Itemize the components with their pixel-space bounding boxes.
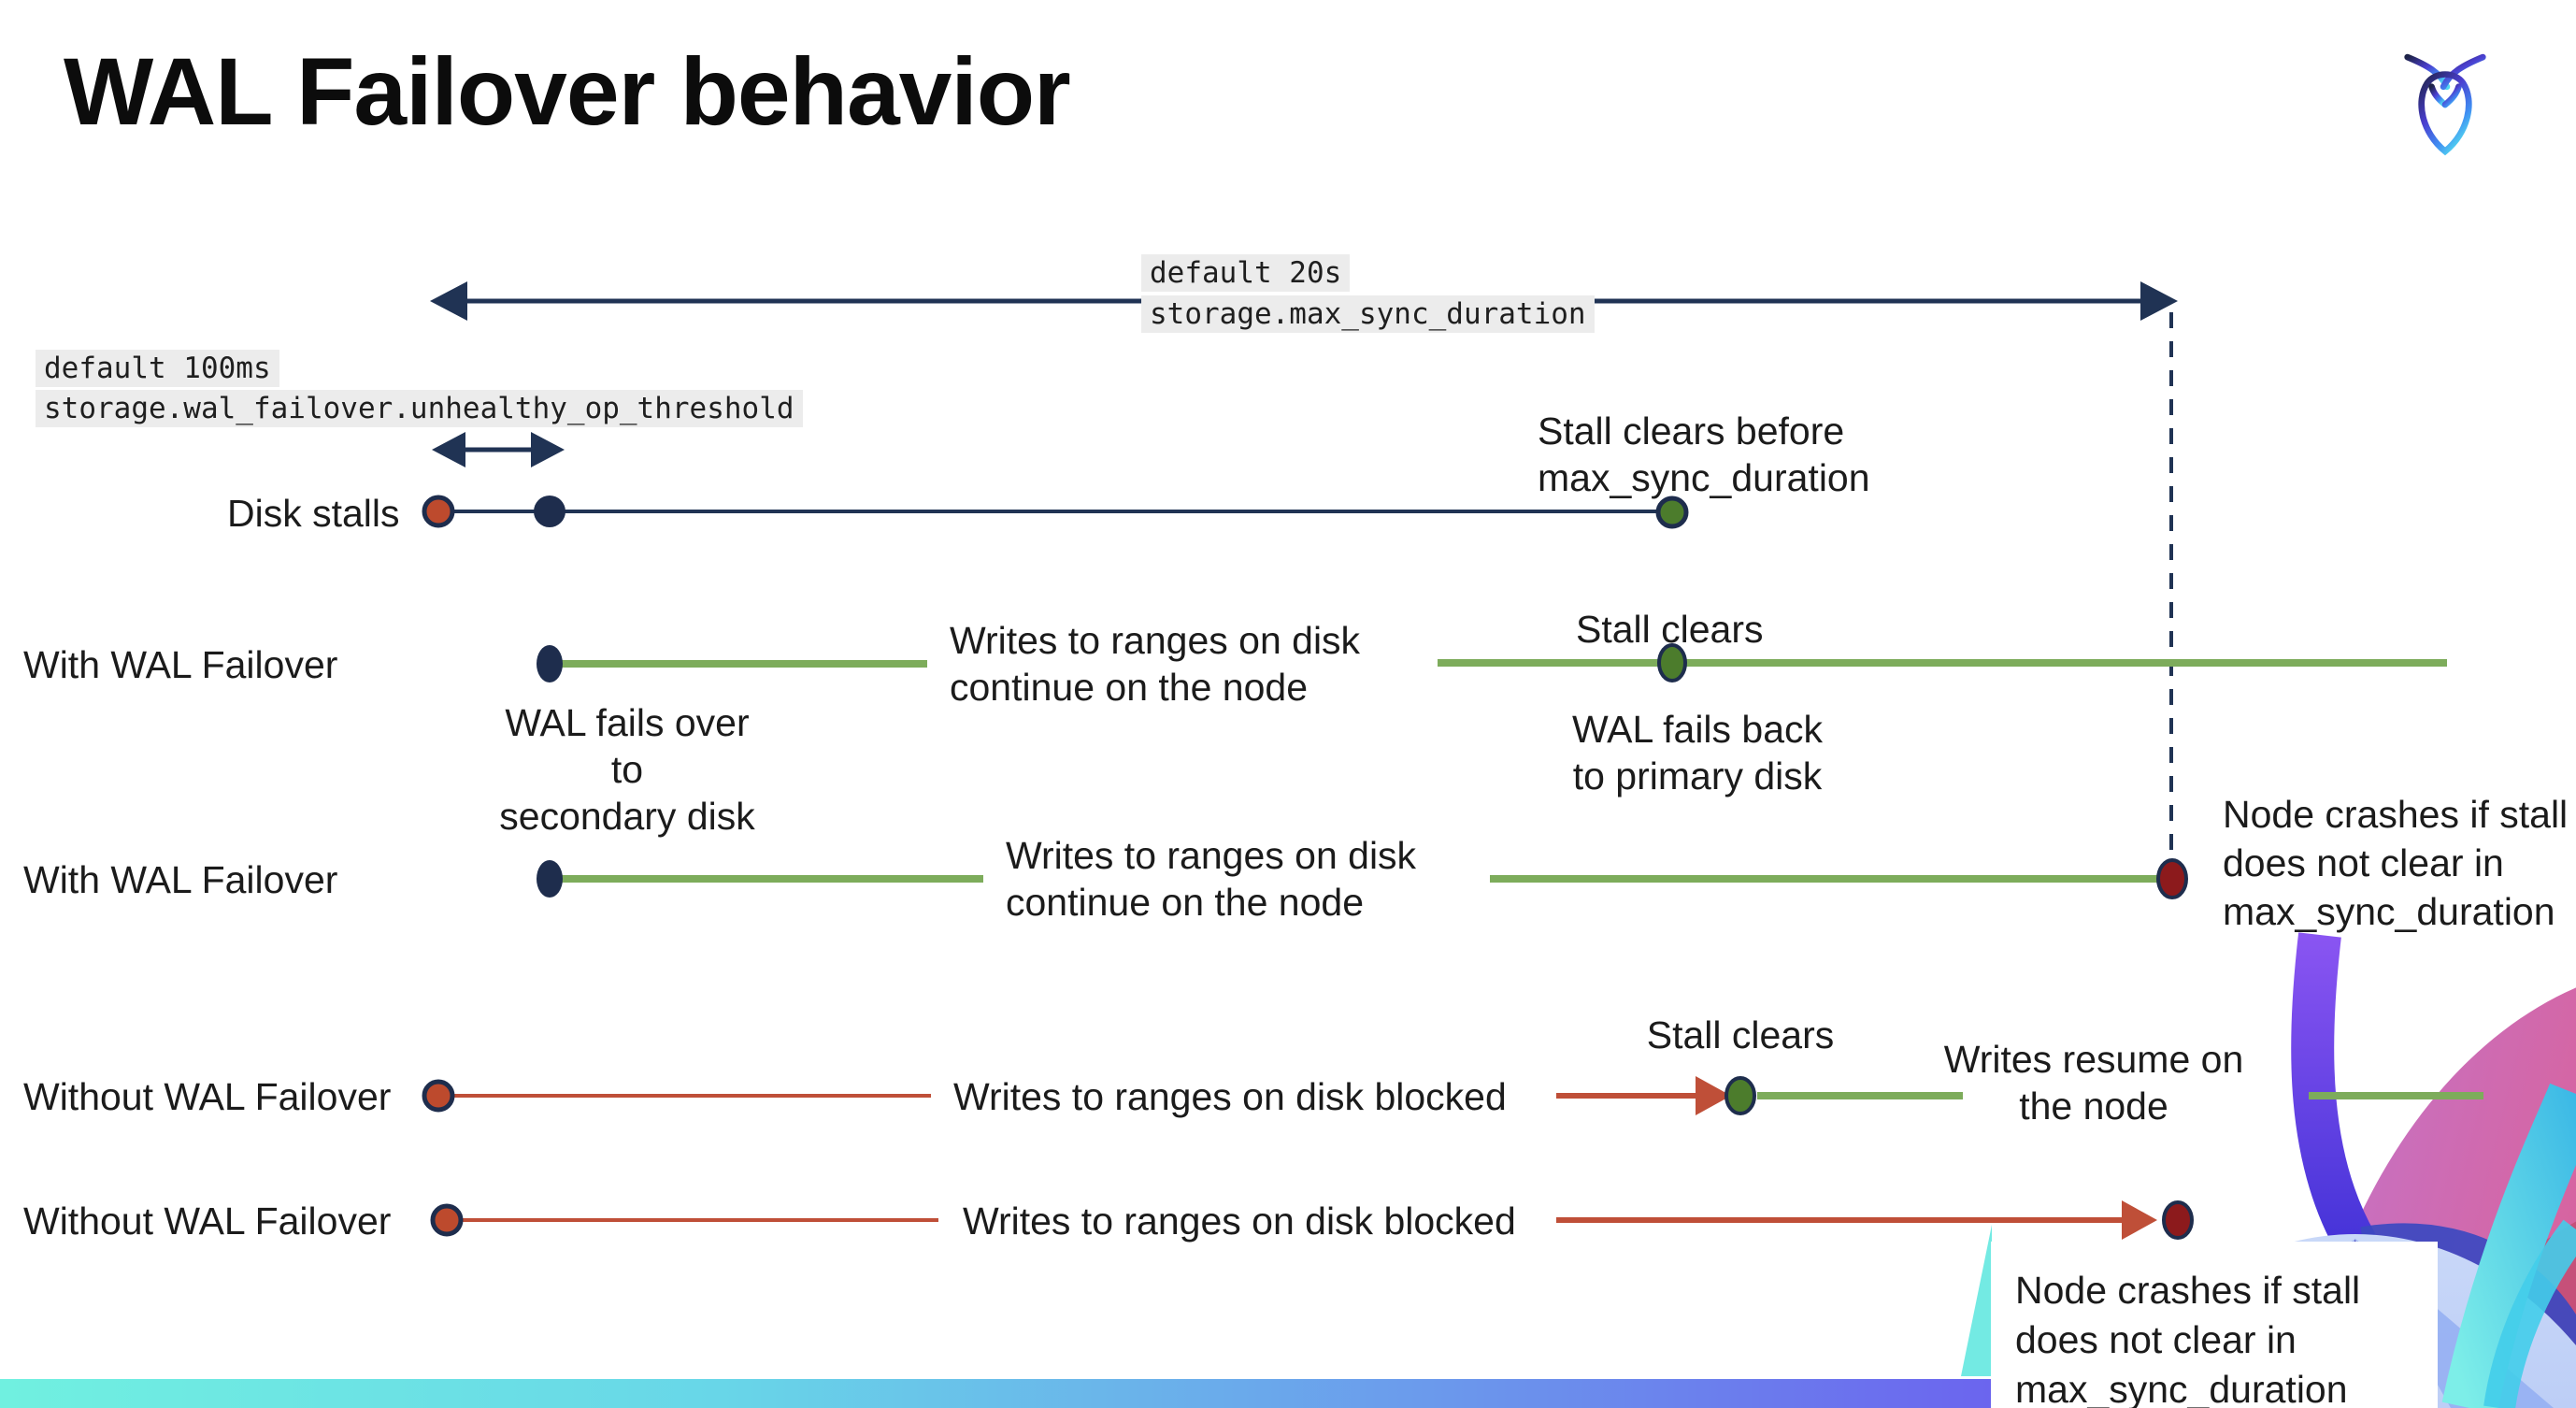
- note-wal-fails-over: WAL fails over to secondary disk: [499, 701, 755, 838]
- threshold-dot: [534, 496, 565, 527]
- timeline-without-wal-failover-crash: [430, 1200, 2194, 1240]
- note-writes-blocked-2: Writes to ranges on disk blocked: [963, 1200, 1516, 1243]
- threshold-setting-label: storage.wal_failover.unhealthy_op_thresh…: [36, 390, 803, 427]
- timeline-without-wal-failover-clears: [422, 1076, 2483, 1115]
- note-stall-clears-before: Stall clears before max_sync_duration: [1538, 409, 1870, 499]
- note-stall-clears-2: Stall clears: [1646, 1013, 1835, 1056]
- cyan-sliver: [1961, 1225, 1992, 1376]
- threshold-default-label: default 100ms: [36, 350, 279, 387]
- max-sync-setting-label: storage.max_sync_duration: [1141, 295, 1595, 333]
- note-stall-clears-1: Stall clears: [1576, 608, 1764, 651]
- stall-clears-dot: [1655, 496, 1689, 529]
- node-crash-note-box: Node crashes if stall does not clear in …: [1991, 1242, 2438, 1408]
- timeline-with-wal-failover-crash: [537, 858, 2188, 899]
- cyan-arc: [2441, 1083, 2576, 1408]
- cyan-arc-small: [2483, 1219, 2576, 1408]
- note-writes-continue-2: Writes to ranges on disk continue on the…: [1006, 834, 1417, 924]
- stall-start-dot: [430, 1203, 464, 1237]
- row-label-with-wal-failover-1: With WAL Failover: [23, 643, 338, 686]
- red-arrowhead: [2122, 1200, 2157, 1240]
- note-writes-blocked-1: Writes to ranges on disk blocked: [953, 1075, 1507, 1118]
- row-label-with-wal-failover-2: With WAL Failover: [23, 858, 338, 901]
- stall-start-dot: [422, 1079, 455, 1113]
- timeline-disk-stalls: [422, 495, 1689, 529]
- stall-start-dot: [422, 495, 455, 528]
- timeline-with-wal-failover-clears: [537, 643, 2447, 682]
- cockroachdb-logo-icon: [2404, 53, 2486, 156]
- note-node-crashes-2: Node crashes if stall does not clear in …: [2015, 1269, 2361, 1408]
- note-writes-resume: Writes resume on the node: [1943, 1038, 2244, 1128]
- node-crash-dot: [2162, 1200, 2194, 1240]
- violet-arc: [2291, 932, 2377, 1257]
- unhealthy-op-threshold-span-arrow: [432, 432, 565, 467]
- note-writes-continue-1: Writes to ranges on disk continue on the…: [950, 619, 1361, 709]
- red-arrowhead: [1696, 1076, 1731, 1115]
- stall-clears-dot: [1657, 643, 1687, 682]
- page-title: WAL Failover behavior: [64, 38, 1071, 145]
- stall-clears-dot: [1724, 1076, 1756, 1115]
- row-label-without-wal-failover-2: Without WAL Failover: [23, 1200, 392, 1243]
- failover-dot: [537, 645, 563, 682]
- node-crash-dot: [2156, 858, 2188, 899]
- note-node-crashes-1: Node crashes if stall does not clear in …: [2223, 793, 2569, 933]
- note-wal-fails-back: WAL fails back to primary disk: [1571, 708, 1824, 797]
- row-label-without-wal-failover-1: Without WAL Failover: [23, 1075, 392, 1118]
- max-sync-default-label: default 20s: [1141, 254, 1351, 292]
- failover-dot: [537, 860, 563, 898]
- row-label-disk-stalls: Disk stalls: [227, 492, 400, 535]
